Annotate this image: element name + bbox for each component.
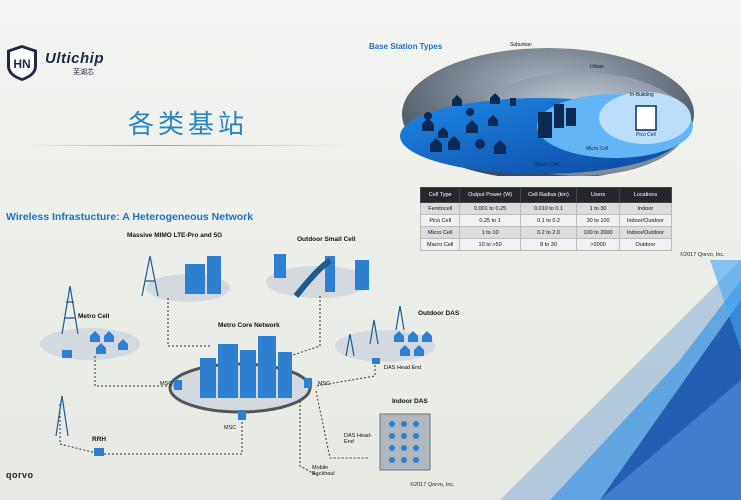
table-cell: 100 to 2000: [576, 226, 620, 239]
label-msc-bottom: MSC: [224, 425, 237, 431]
label-outdoor-das: Outdoor DAS: [418, 310, 460, 317]
table-cell: 0.001 to 0.25: [459, 202, 521, 215]
table-cell: Pico Cell: [419, 214, 461, 227]
table-cell: 30 to 100: [576, 214, 620, 227]
page-title: 各类基站: [128, 110, 249, 140]
table-row: Femtocell 0.001 to 0.25 0.010 to 0.1 1 t…: [419, 202, 673, 215]
table-cell: 10 to >50: [459, 238, 521, 251]
col-header: Users: [576, 187, 620, 203]
base-station-dome-diagram: Suburban Urban In-Building Pico Cell Mic…: [400, 42, 694, 176]
zone-label-micro: Micro Cell: [586, 146, 608, 152]
table-cell: >2000: [576, 238, 620, 251]
zone-label-suburban: Suburban: [510, 42, 532, 48]
label-outdoor-small-cell: Outdoor Small Cell: [297, 236, 356, 243]
table-cell: 1 to 10: [459, 226, 521, 239]
decorative-polygons: [500, 260, 741, 500]
table-cell: Macro Cell: [419, 238, 461, 251]
table-copyright: ©2017 Qorvo, Inc.: [680, 252, 725, 258]
table-cell: 0.25 to 1: [459, 214, 521, 227]
zone-label-urban: Urban: [590, 64, 604, 70]
col-header: Output Power (W): [459, 187, 521, 203]
base-station-title: Base Station Types: [369, 42, 443, 51]
table-cell: Indoor: [618, 202, 673, 215]
col-header: Cell Radius (km): [519, 187, 578, 203]
col-header: Locations: [618, 187, 673, 203]
brand-logo-text: Ultichip: [45, 50, 104, 67]
network-copyright: ©2017 Qorvo, Inc.: [410, 482, 455, 488]
label-das-head-end-indoor: DAS Head-End: [344, 433, 372, 445]
table-cell: Indoor/Outdoor: [618, 226, 673, 239]
table-row: Pico Cell 0.25 to 1 0.1 to 0.2 30 to 100…: [419, 214, 673, 227]
table-cell: 0.1 to 0.2: [519, 214, 578, 227]
label-metro-core-network: Metro Core Network: [218, 322, 280, 329]
label-mobile-backhaul: Mobile Backhaul: [312, 465, 335, 477]
table-cell: 0.2 to 2.0: [519, 226, 578, 239]
table-cell: 1 to 30: [576, 202, 620, 215]
badge-letters: HN: [13, 57, 30, 71]
table-cell: 0.010 to 0.1: [519, 202, 578, 215]
table-cell: 8 to 30: [519, 238, 578, 251]
label-msc-left: MSC: [160, 381, 173, 387]
col-header: Cell Type: [419, 187, 461, 203]
zone-label-in-building: In-Building: [630, 92, 654, 98]
label-massive-mimo: Massive MIMO LTE-Pro and 5G: [127, 232, 223, 239]
title-divider: [28, 145, 348, 146]
table-cell: Micro Cell: [419, 226, 461, 239]
cell-type-table: Cell Type Output Power (W) Cell Radius (…: [419, 187, 673, 251]
table-row: Micro Cell 1 to 10 0.2 to 2.0 100 to 200…: [419, 226, 673, 239]
table-header-row: Cell Type Output Power (W) Cell Radius (…: [419, 187, 673, 203]
label-indoor-das: Indoor DAS: [392, 398, 428, 405]
qorvo-logo-text: qorvo: [6, 470, 34, 480]
table-cell: Indoor/Outdoor: [618, 214, 673, 227]
network-title: Wireless Infrastucture: A Heterogeneous …: [6, 211, 254, 223]
table-cell: Outdoor: [618, 238, 673, 251]
table-cell: Femtocell: [419, 202, 461, 215]
label-rrh: RRH: [92, 436, 107, 443]
label-das-head-end: DAS Head End: [384, 365, 422, 371]
school-badge-icon: HN: [7, 45, 37, 81]
label-msc-right: MSC: [318, 381, 331, 387]
brand-logo-sub: 芜湖芯: [73, 69, 94, 76]
table-row: Macro Cell 10 to >50 8 to 30 >2000 Outdo…: [419, 238, 673, 251]
zone-label-macro: Macro Cell: [535, 162, 559, 168]
label-metro-cell: Metro Cell: [78, 313, 110, 320]
heterogeneous-network-diagram: [40, 254, 435, 477]
zone-label-pico: Pico Cell: [636, 132, 656, 138]
